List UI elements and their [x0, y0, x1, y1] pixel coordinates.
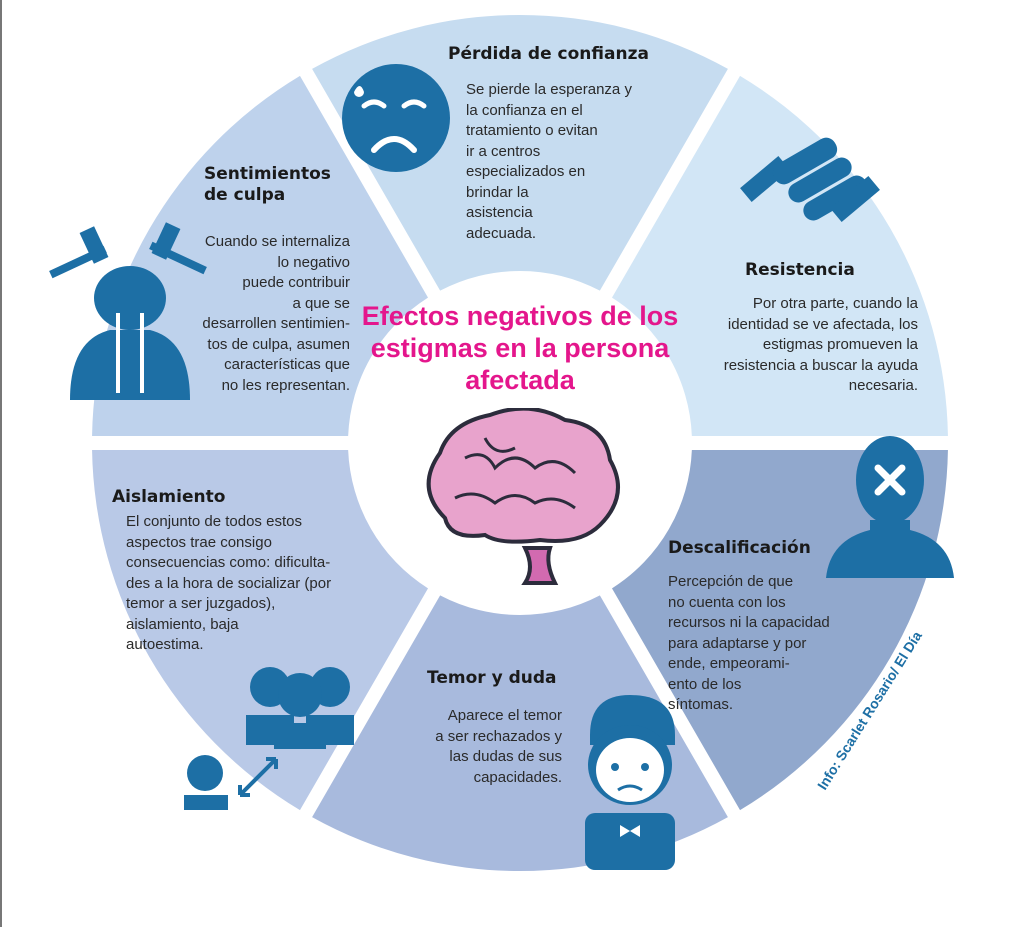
heading-aislamiento: Aislamiento [112, 487, 226, 507]
text-resistencia: Por otra parte, cuando la identidad se v… [723, 295, 918, 394]
segment-sentimientos-culpa [92, 75, 429, 437]
text-temor-duda: Aparece el temor a ser rechazados y las … [435, 707, 562, 786]
text-aislamiento: El conjunto de todos estos aspectos trae… [126, 513, 332, 653]
hands-icon [740, 137, 880, 222]
heading-sentimientos-culpa: Sentimientos de culpa [204, 164, 331, 206]
sad-face-icon [342, 64, 450, 172]
infographic-title: Efectos negativos de los estigmas en la … [361, 301, 679, 395]
left-border [0, 0, 2, 927]
heading-temor-duda: Temor y duda [427, 668, 557, 688]
text-perdida-confianza: Se pierde la esperanza y la confianza en… [466, 81, 632, 242]
segment-resistencia [611, 75, 948, 437]
heading-resistencia: Resistencia [745, 260, 855, 280]
person-x-icon [826, 436, 954, 578]
heading-perdida-confianza: Pérdida de confianza [448, 44, 649, 64]
text-descalificacion: Percepción de que no cuenta con los recu… [668, 573, 830, 713]
gavel-person-icon [49, 222, 207, 400]
heading-descalificacion: Descalificación [668, 538, 811, 558]
worried-boy-icon [585, 695, 675, 870]
brain-icon [426, 408, 620, 585]
text-sentimientos-culpa: Cuando se internaliza lo negativo puede … [202, 233, 350, 394]
isolated-person-icon [184, 667, 354, 810]
